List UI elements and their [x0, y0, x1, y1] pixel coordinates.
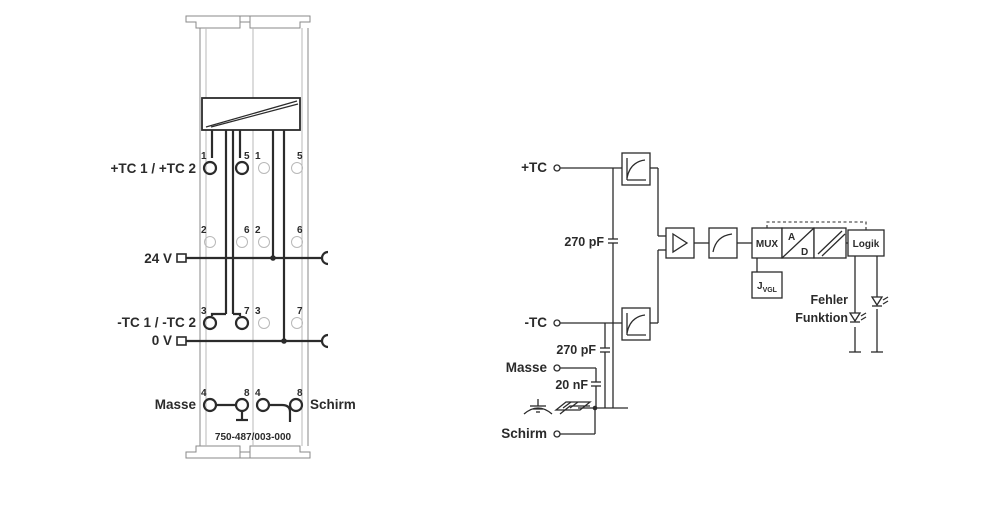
label-24v: 24 V — [144, 251, 172, 266]
logic-block — [847, 229, 885, 257]
schematic-wiring — [553, 164, 628, 438]
svg-text:1: 1 — [255, 151, 261, 162]
label-masse-left: Masse — [155, 397, 197, 412]
ad-label-d: D — [801, 247, 808, 258]
svg-text:4: 4 — [255, 388, 261, 399]
part-number: 750-487/003-000 — [215, 432, 292, 443]
label-tc-minus-right: -TC — [525, 315, 548, 330]
led-fehler-icon — [848, 312, 867, 323]
svg-text:2: 2 — [201, 225, 207, 236]
internal-wiring — [186, 130, 322, 422]
label-cap-2: 270 pF — [556, 343, 596, 357]
label-cap-3: 20 nF — [555, 378, 588, 392]
terminal-points — [202, 160, 304, 413]
v24-connector — [176, 253, 187, 263]
label-fehler: Fehler — [810, 293, 848, 307]
label-schirm-right: Schirm — [501, 426, 547, 441]
jvgl-label: JVGL — [757, 281, 778, 294]
ad-label-a: A — [788, 232, 795, 243]
svg-text:5: 5 — [297, 151, 303, 162]
svg-text:6: 6 — [244, 225, 250, 236]
v0-connector — [176, 336, 187, 346]
logik-label: Logik — [853, 239, 880, 250]
earth-ground-icon — [523, 399, 553, 415]
label-funktion: Funktion — [795, 311, 848, 325]
dashed-bus — [766, 221, 867, 230]
label-tc-plus-right: +TC — [521, 160, 547, 175]
svg-text:7: 7 — [297, 306, 303, 317]
led-funktion-icon — [870, 296, 889, 307]
chassis-clip-icon — [554, 401, 592, 415]
svg-text:3: 3 — [255, 306, 261, 317]
lowpass-block — [708, 227, 738, 259]
svg-text:4: 4 — [201, 388, 207, 399]
label-masse-right: Masse — [506, 360, 548, 375]
label-tc-minus: -TC 1 / -TC 2 — [117, 315, 196, 330]
svg-text:7: 7 — [244, 306, 250, 317]
mux-label: MUX — [756, 239, 779, 250]
svg-text:2: 2 — [255, 225, 261, 236]
svg-text:6: 6 — [297, 225, 303, 236]
label-schirm-left: Schirm — [310, 397, 356, 412]
svg-text:8: 8 — [244, 388, 250, 399]
svg-text:1: 1 — [201, 151, 207, 162]
terminal-numbers: 1 5 1 5 2 6 2 6 3 7 3 7 4 8 4 8 — [201, 151, 303, 399]
amplifier-block — [665, 227, 695, 259]
svg-text:5: 5 — [244, 151, 250, 162]
electronics-slash — [205, 100, 298, 128]
label-cap-1: 270 pF — [564, 235, 604, 249]
label-0v: 0 V — [152, 333, 172, 348]
mux-block — [751, 227, 783, 259]
svg-text:8: 8 — [297, 388, 303, 399]
cold-junction-block — [751, 271, 783, 299]
label-tc-plus: +TC 1 / +TC 2 — [110, 161, 196, 176]
svg-text:3: 3 — [201, 306, 207, 317]
